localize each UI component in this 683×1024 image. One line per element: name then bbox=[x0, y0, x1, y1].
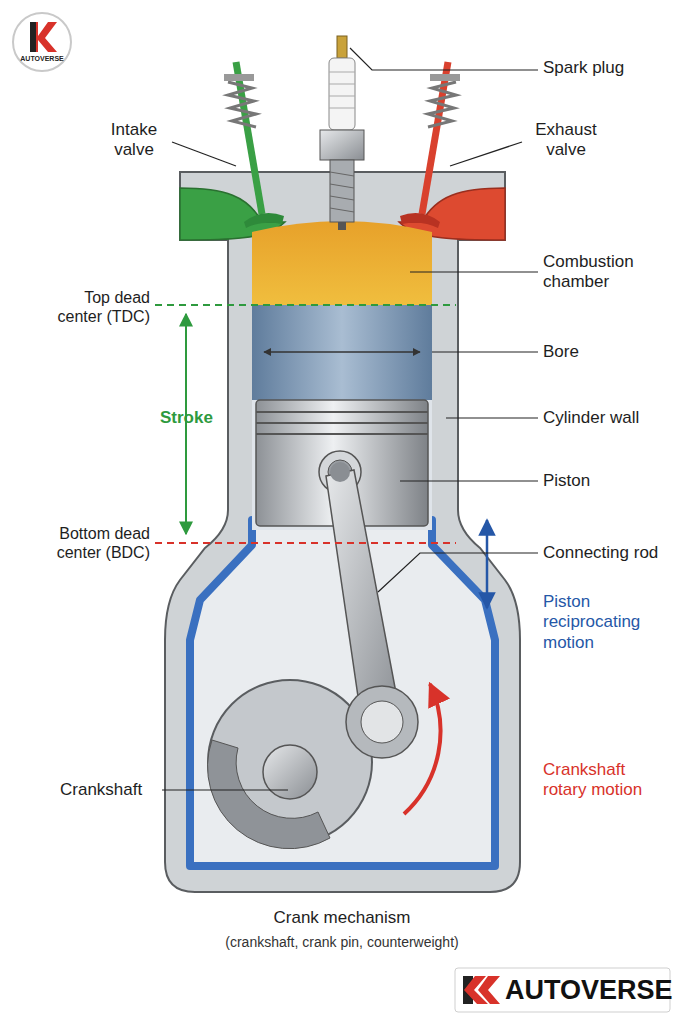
part-label: Crank mechanism bbox=[142, 908, 542, 928]
part-label: Piston bbox=[543, 471, 663, 491]
cylinder-bore-part bbox=[252, 305, 432, 400]
leader-lines-part bbox=[350, 48, 538, 70]
spark-plug-part bbox=[320, 130, 364, 160]
tdc-line-part bbox=[155, 304, 456, 306]
leader-lines-part bbox=[446, 417, 538, 418]
brand-logo-part bbox=[13, 13, 71, 71]
brand-logo-part bbox=[30, 22, 36, 52]
connecting-rod-part bbox=[361, 701, 403, 743]
leader-lines-part bbox=[400, 480, 538, 481]
part-note: (crankshaft, crank pin, counterweight) bbox=[112, 934, 572, 951]
brand-logo-part bbox=[478, 976, 500, 1004]
exhaust-valve bbox=[400, 62, 460, 228]
brand-logo-part bbox=[30, 22, 57, 52]
part-label: Bore bbox=[543, 342, 663, 362]
spark-plug-part bbox=[330, 184, 354, 188]
leader-lines-part bbox=[432, 351, 538, 352]
tdc-line bbox=[155, 305, 456, 306]
spark-plug-part bbox=[330, 172, 354, 176]
spark-plug-part bbox=[329, 108, 355, 109]
reciprocating-arrow-part bbox=[486, 520, 489, 608]
piston-part bbox=[256, 411, 428, 413]
connecting-rod-part bbox=[346, 686, 418, 758]
engine-block bbox=[165, 172, 520, 892]
piston-part bbox=[256, 422, 428, 424]
leader-lines-part bbox=[410, 271, 538, 272]
connecting-rod-part bbox=[330, 462, 350, 482]
leader-lines-part bbox=[172, 142, 236, 166]
brand-logo bbox=[455, 968, 670, 1012]
spark-plug-part bbox=[329, 72, 355, 73]
leader-lines-part bbox=[162, 789, 288, 790]
rotation-arrow-part bbox=[404, 684, 440, 814]
part-label: Spark plug bbox=[543, 58, 673, 78]
spark-plug-part bbox=[329, 96, 355, 97]
intake-valve-part bbox=[228, 82, 256, 127]
part-label: Exhaust valve bbox=[522, 120, 610, 161]
brand-name: AUTOVERSE bbox=[13, 55, 71, 63]
spark-plug-part bbox=[330, 160, 354, 222]
spark-plug-part bbox=[338, 222, 346, 230]
intake-valve-part bbox=[224, 74, 254, 81]
part-label: Cylinder wall bbox=[543, 408, 673, 428]
crankshaft-part bbox=[263, 745, 317, 799]
crankshaft-part bbox=[208, 740, 330, 849]
spark-plug bbox=[320, 36, 364, 230]
spark-plug-part bbox=[329, 84, 355, 85]
bore-arrow-part bbox=[264, 351, 420, 352]
part-label: Intake valve bbox=[92, 120, 176, 161]
position-label: Bottom dead center (BDC) bbox=[36, 524, 150, 562]
cylinder-bore bbox=[252, 305, 432, 400]
part-label: Crankshaft bbox=[60, 780, 160, 800]
connecting-rod-part bbox=[326, 470, 400, 724]
exhaust-valve-part bbox=[430, 74, 460, 81]
exhaust-valve-part bbox=[400, 213, 440, 228]
motion-label: Crankshaft rotary motion bbox=[543, 760, 668, 801]
engine-block-part bbox=[165, 172, 520, 892]
spark-plug-part bbox=[330, 208, 354, 212]
spark-plug-part bbox=[329, 58, 355, 130]
combustion-chamber bbox=[252, 221, 432, 305]
exhaust-valve-part bbox=[428, 82, 456, 127]
intake-valve bbox=[224, 62, 284, 228]
piston-part bbox=[256, 433, 428, 435]
position-label: Top dead center (TDC) bbox=[36, 288, 150, 326]
brand-logo-part bbox=[455, 968, 670, 1012]
bore-arrow bbox=[264, 352, 420, 353]
dimension-label: Stroke bbox=[160, 408, 220, 428]
leader-lines-part bbox=[450, 142, 522, 166]
motion-label: Piston reciprocating motion bbox=[543, 592, 655, 653]
part-label: Combustion chamber bbox=[543, 252, 663, 293]
brand-name: AUTOVERSE bbox=[505, 974, 670, 1006]
leader-lines-part bbox=[378, 553, 538, 592]
rotation-arrow bbox=[404, 684, 440, 814]
crankshaft bbox=[208, 680, 372, 849]
intake-valve-part bbox=[244, 213, 284, 228]
reciprocating-arrow bbox=[487, 520, 488, 608]
spark-plug-part bbox=[330, 196, 354, 200]
spark-plug-part bbox=[337, 36, 347, 58]
connecting-rod bbox=[326, 462, 418, 758]
bdc-line-part bbox=[155, 542, 456, 544]
part-label: Connecting rod bbox=[543, 543, 678, 563]
brand-logo bbox=[13, 13, 71, 71]
combustion-chamber-part bbox=[252, 221, 432, 305]
leader-lines bbox=[162, 48, 538, 790]
bdc-line bbox=[155, 543, 456, 544]
